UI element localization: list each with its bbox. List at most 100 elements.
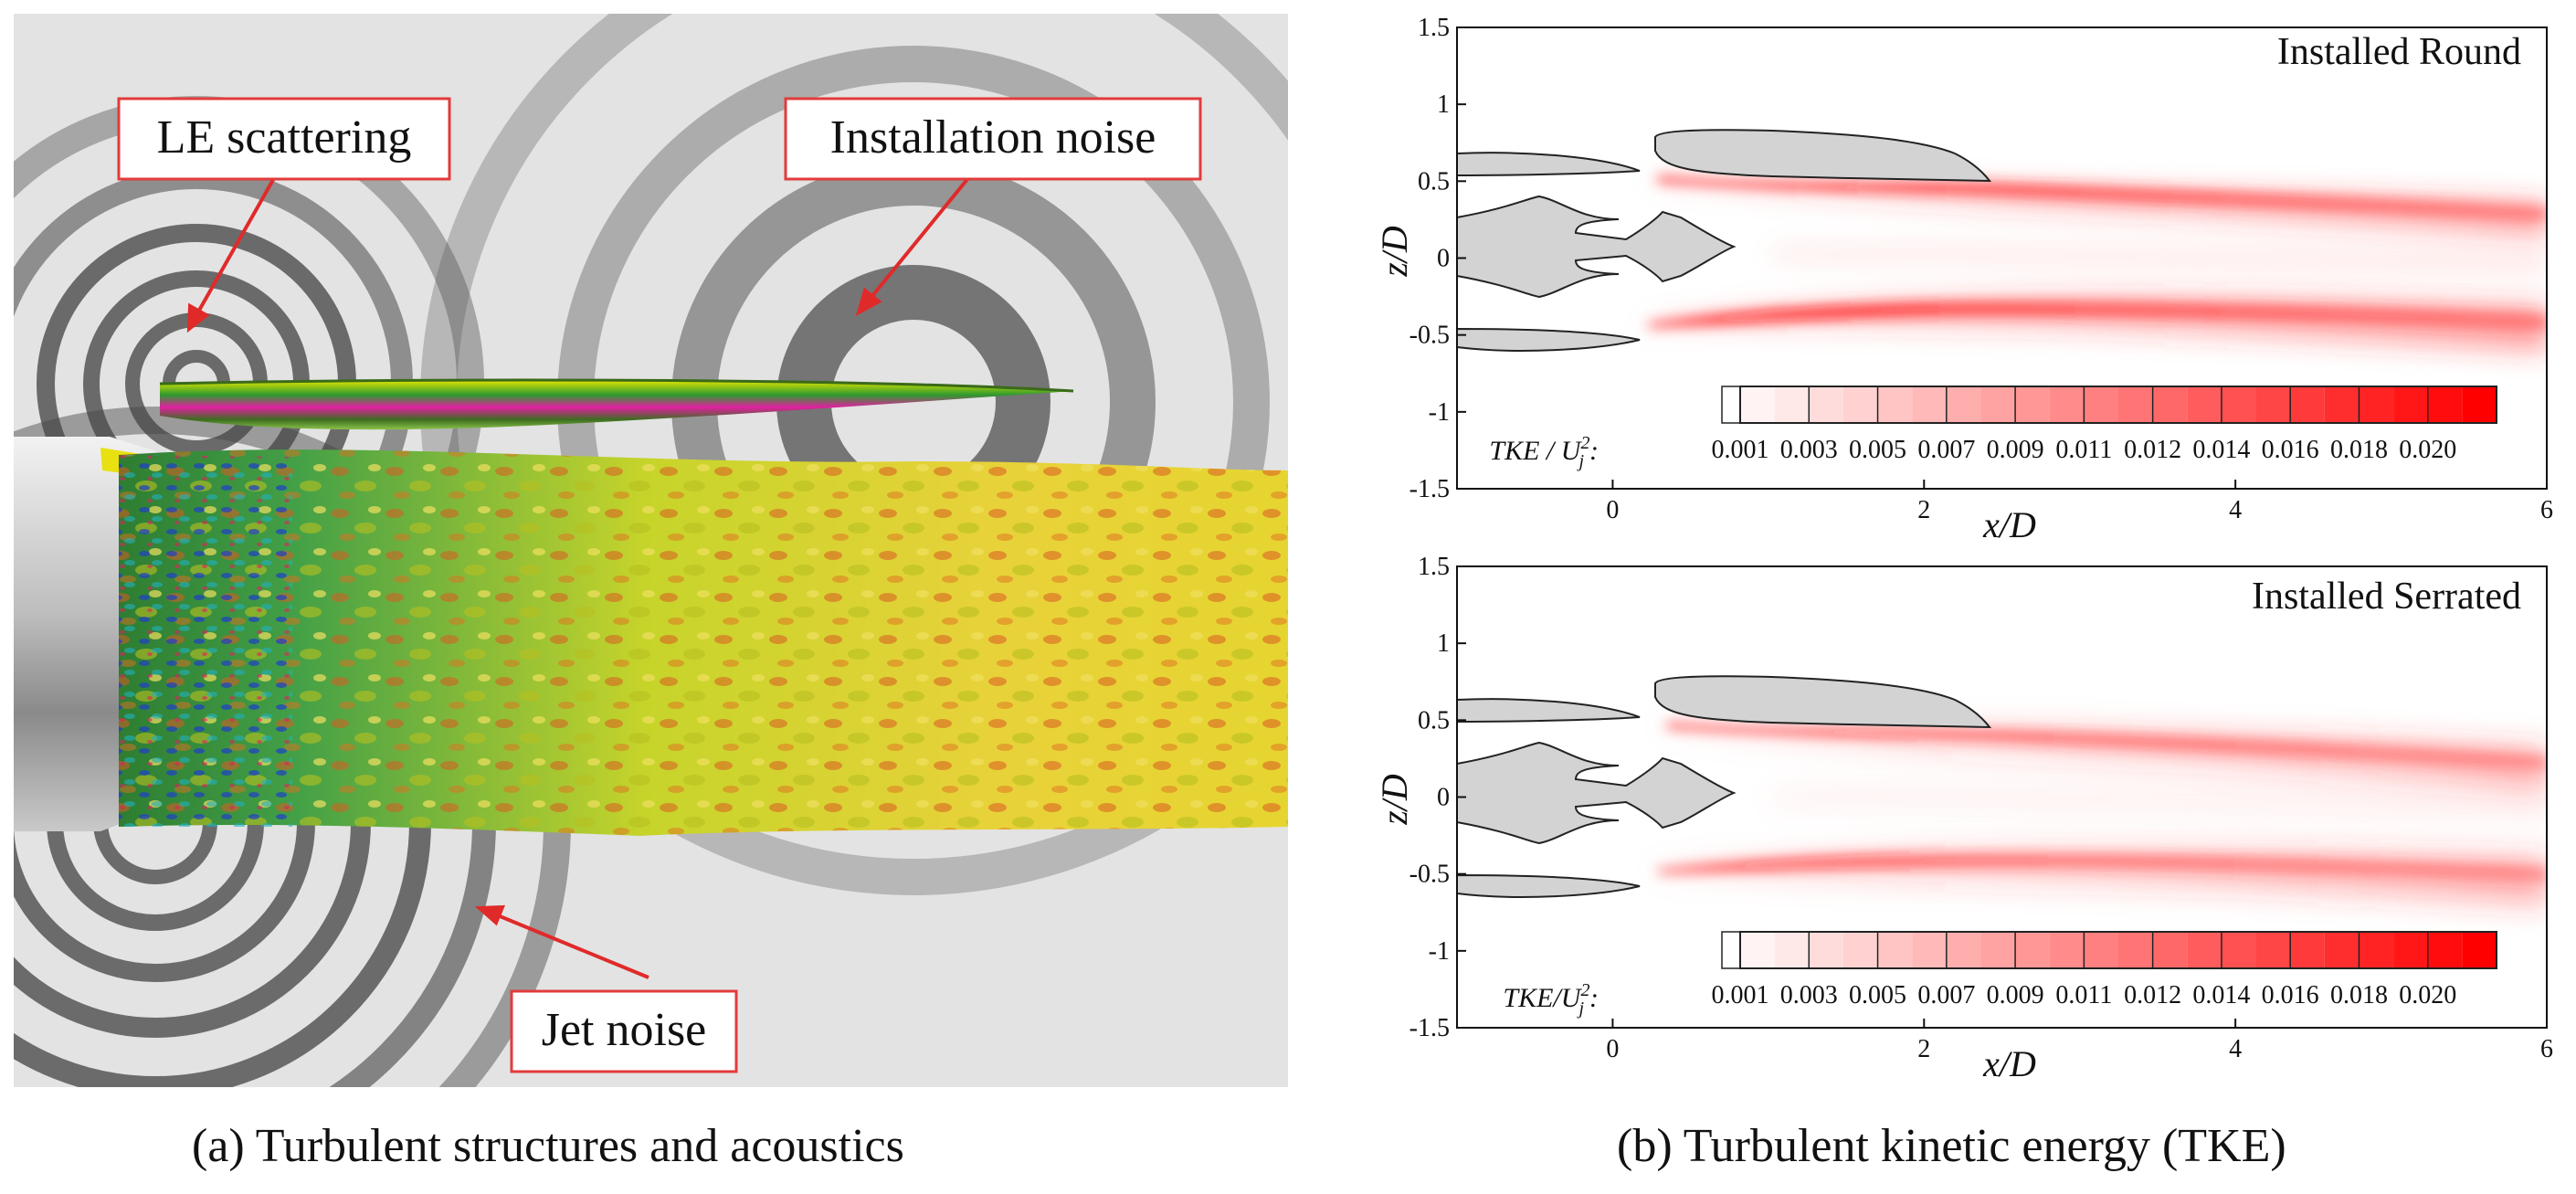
- y-tick-label: 0.5: [1418, 706, 1450, 734]
- colorbar-level-label: 0.020: [2399, 981, 2456, 1009]
- y-tick-label: -1.5: [1409, 1014, 1450, 1042]
- x-axis-label: x/D: [1982, 1043, 2036, 1078]
- colorbar-cell: [1980, 932, 2016, 968]
- colorbar-cell: [1740, 386, 1775, 423]
- colorbar-cell: [2152, 932, 2188, 968]
- colorbar-cell: [2221, 386, 2256, 423]
- y-tick-label: -1: [1429, 937, 1450, 966]
- y-tick-label: -1: [1429, 398, 1450, 427]
- colorbar-cell: [1842, 386, 1878, 423]
- colorbar-cell: [2255, 932, 2291, 968]
- colorbar-level-label: 0.005: [1849, 436, 1906, 464]
- y-tick-label: 1.5: [1418, 553, 1450, 581]
- caption-panel-b: (b) Turbulent kinetic energy (TKE): [1617, 1120, 2286, 1172]
- colorbar-level-label: 0.016: [2262, 436, 2319, 464]
- callout-installation-noise-label: Installation noise: [830, 111, 1156, 164]
- x-tick-label: 2: [1917, 496, 1930, 524]
- callout-le-scattering-label: LE scattering: [157, 111, 412, 164]
- colorbar-cell: [2084, 386, 2118, 423]
- colorbar-cell: [1912, 932, 1947, 968]
- colorbar-cell: [1912, 386, 1947, 423]
- colorbar-cell: [2049, 932, 2085, 968]
- colorbar-cell: [2049, 386, 2085, 423]
- colorbar-level-label: 0.009: [1987, 436, 2044, 464]
- x-tick-label: 6: [2540, 1035, 2553, 1063]
- colorbar-cell: [1946, 932, 1981, 968]
- y-tick-label: 0.5: [1418, 167, 1450, 195]
- colorbar-cell: [2427, 932, 2463, 968]
- colorbar-cell: [2015, 932, 2050, 968]
- colorbar-level-label: 0.003: [1780, 981, 1838, 1009]
- turbulence-visualization: LE scattering Installation noise Jet noi…: [14, 14, 1288, 1087]
- x-tick-label: 4: [2229, 1035, 2242, 1063]
- colorbar-level-label: 0.012: [2124, 981, 2181, 1009]
- colorbar-level-label: 0.016: [2262, 981, 2319, 1009]
- x-tick-label: 6: [2540, 496, 2553, 524]
- colorbar-cell: [1774, 386, 1810, 423]
- colorbar-cell: [2290, 932, 2325, 968]
- colorbar-cell: [2221, 932, 2256, 968]
- colorbar-cell: [2324, 932, 2360, 968]
- turbulent-jet-plume: [119, 449, 1288, 836]
- colorbar-frame: [1739, 931, 2497, 969]
- nozzle-plug: [1456, 195, 1737, 299]
- plot-title: Installed Serrated: [2252, 576, 2521, 618]
- colorbar-level-label: 0.014: [2192, 436, 2250, 464]
- callout-arrows: [186, 176, 970, 979]
- y-tick-label: 0: [1437, 245, 1450, 273]
- colorbar-level-label: 0.011: [2055, 436, 2112, 464]
- colorbar-frame: [1739, 386, 2497, 424]
- colorbar-cell: [2324, 386, 2360, 423]
- colorbar-cell: [2462, 386, 2497, 423]
- colorbar-cell: [2359, 932, 2394, 968]
- colorbar-cell: [2393, 932, 2428, 968]
- colorbar-cell: [2359, 386, 2394, 423]
- colorbar-level-label: 0.003: [1780, 436, 1838, 464]
- colorbar-cell: [2427, 386, 2463, 423]
- colorbar-level-label: 0.007: [1917, 981, 1975, 1009]
- colorbar-cell: [1842, 932, 1878, 968]
- y-tick-label: 0: [1437, 784, 1450, 812]
- colorbar-level-label: 0.001: [1712, 981, 1769, 1009]
- colorbar-cell: [1740, 932, 1775, 968]
- y-axis-label: z/D: [1374, 774, 1415, 826]
- upper-nacelle: [1456, 698, 1641, 724]
- colorbar-cell: [2187, 932, 2222, 968]
- colorbar-level-label: 0.012: [2124, 436, 2181, 464]
- caption-panel-a: (a) Turbulent structures and acoustics: [192, 1120, 904, 1172]
- colorbar-cell: [2152, 386, 2188, 423]
- colorbar-level-label: 0.009: [1987, 981, 2044, 1009]
- callout-jet-noise: Jet noise: [510, 989, 738, 1073]
- y-tick-label: -0.5: [1409, 322, 1450, 350]
- colorbar-cell: [1946, 386, 1981, 423]
- tke-contours: [1644, 175, 2547, 352]
- y-tick-label: 1: [1437, 90, 1450, 119]
- colorbar-level-label: 0.014: [2192, 981, 2250, 1009]
- colorbar-level-label: 0.005: [1849, 981, 1906, 1009]
- colorbar-lead-cell: [1721, 931, 1741, 969]
- y-tick-label: 1.5: [1418, 14, 1450, 42]
- colorbar-cell: [1774, 932, 1810, 968]
- y-tick-label: 1: [1437, 629, 1450, 658]
- y-axis: 1.510.50-0.5-1-1.5: [1409, 553, 1466, 1042]
- colorbar-cell: [2290, 386, 2325, 423]
- callout-installation-noise: Installation noise: [784, 97, 1202, 181]
- colorbar-cell: [2187, 386, 2222, 423]
- y-tick-label: -1.5: [1409, 475, 1450, 503]
- x-tick-label: 4: [2229, 496, 2242, 524]
- plot-title: Installed Round: [2277, 31, 2521, 73]
- x-axis-label: x/D: [1982, 504, 2036, 539]
- lower-nacelle: [1456, 873, 1641, 898]
- y-axis-label: z/D: [1374, 226, 1415, 278]
- colorbar-cell: [1980, 386, 2016, 423]
- geometry: [1456, 675, 1992, 898]
- lower-nacelle: [1456, 327, 1641, 352]
- colorbar-cell: [2118, 932, 2153, 968]
- nozzle-plug: [1456, 741, 1737, 845]
